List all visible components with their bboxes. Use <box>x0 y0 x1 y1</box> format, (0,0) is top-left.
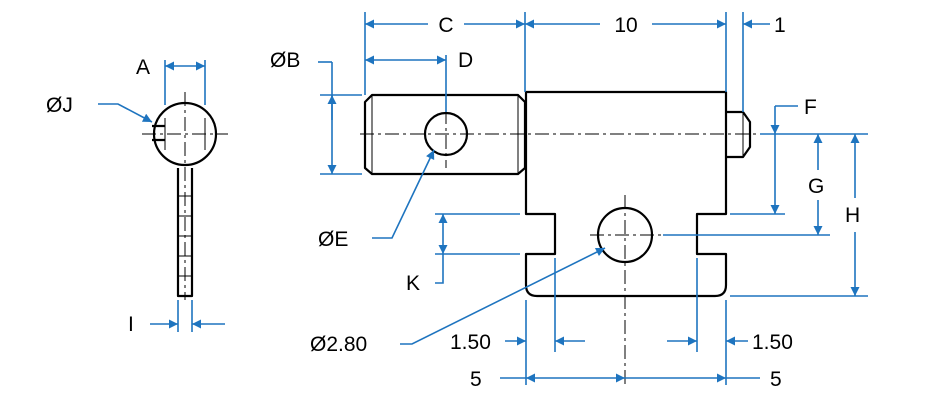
label-F: F <box>804 96 817 119</box>
label-hole-diameter: Ø2.80 <box>310 333 367 356</box>
label-G: G <box>808 175 824 198</box>
side-view-slot <box>152 124 165 142</box>
label-C: C <box>438 14 453 37</box>
label-half-right: 5 <box>770 368 782 391</box>
front-view <box>360 60 765 384</box>
label-1: 1 <box>774 14 786 37</box>
label-K: K <box>406 272 420 295</box>
label-offset-left: 1.50 <box>450 331 491 354</box>
label-J: ØJ <box>46 94 73 117</box>
dimensions <box>98 12 868 385</box>
label-D: D <box>458 49 473 72</box>
side-view <box>142 92 228 300</box>
label-A: A <box>136 56 150 79</box>
pin-tip <box>726 110 752 159</box>
label-H: H <box>845 204 860 227</box>
label-I: I <box>128 313 134 336</box>
label-B: ØB <box>270 49 300 72</box>
label-half-left: 5 <box>470 368 482 391</box>
label-10: 10 <box>614 14 637 37</box>
label-E: ØE <box>318 228 348 251</box>
body-outline <box>524 90 728 298</box>
labels: C 10 1 A ØB D F ØJ G H ØE K I Ø2.80 1.50… <box>46 14 860 391</box>
label-offset-right: 1.50 <box>752 331 793 354</box>
